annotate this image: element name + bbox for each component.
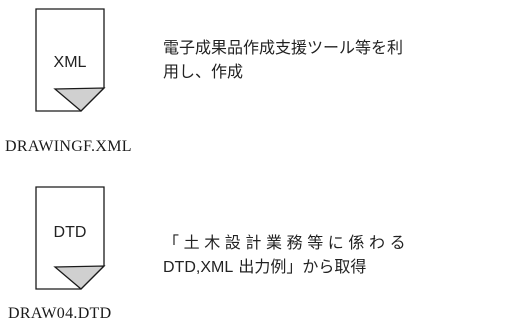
dtd-description: 「土木設計業務等に係わる DTD,XML 出力例」から取得: [163, 231, 503, 280]
dtd-description-line-1: 「土木設計業務等に係わる: [163, 233, 411, 252]
dtd-description-source: 出力例」から取得: [238, 257, 367, 276]
dtd-icon-label: DTD: [53, 224, 87, 241]
document-fold: [53, 87, 106, 112]
dtd-description-format: DTD,XML: [163, 259, 234, 276]
document-fold: [53, 265, 106, 290]
xml-description-line-1: 電子成果品作成支援ツール等を利: [163, 38, 404, 57]
xml-filename: DRAWINGF.XML: [5, 138, 132, 155]
document-icon: [35, 8, 106, 112]
xml-description: 電子成果品作成支援ツール等を利 用し、作成: [163, 36, 503, 84]
dtd-description-line-2: DTD,XML 出力例」から取得: [163, 255, 503, 280]
dtd-filename: DRAW04.DTD: [8, 305, 112, 322]
xml-icon-label: XML: [53, 54, 87, 71]
xml-description-line-2: 用し、作成: [163, 62, 244, 81]
dtd-document-icon: DTD: [35, 186, 106, 290]
xml-document-icon: XML: [35, 8, 106, 112]
document-icon: [35, 186, 106, 290]
